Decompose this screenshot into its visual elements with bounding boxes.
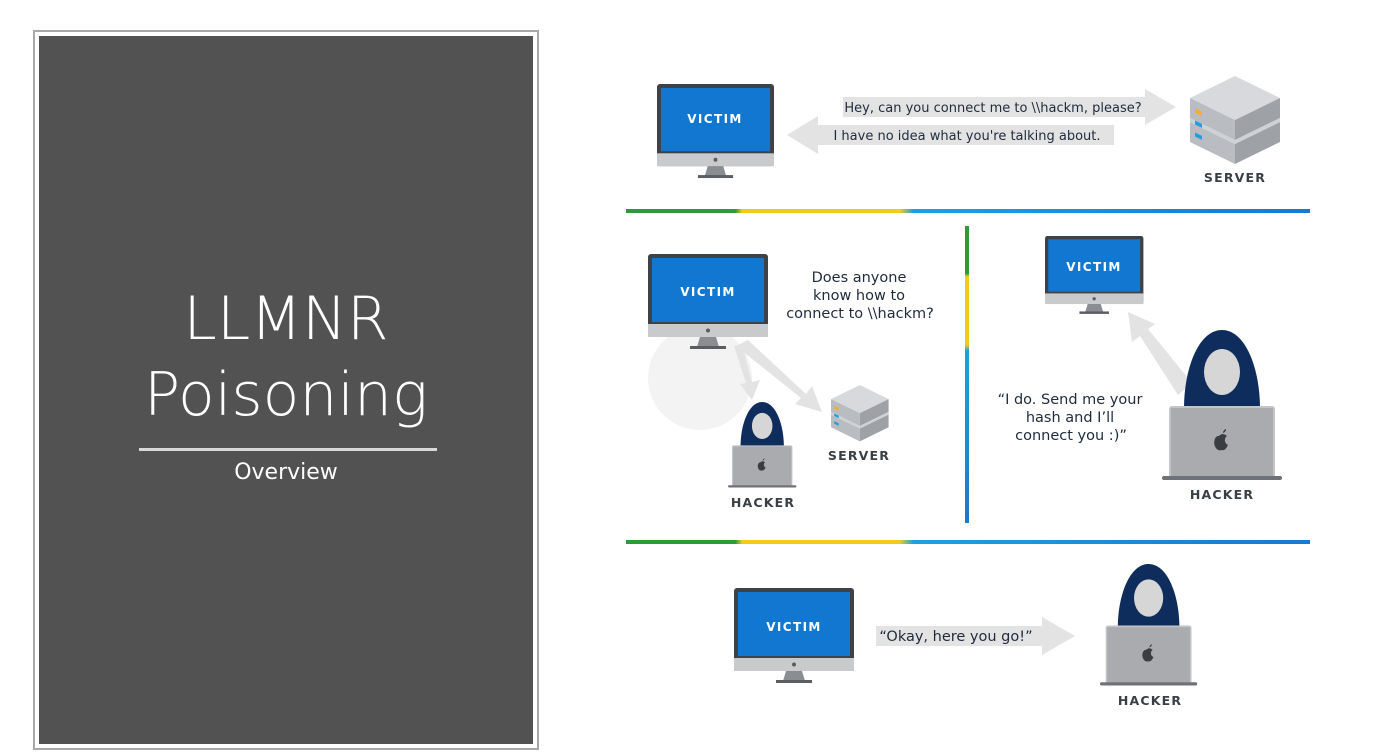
hacker-label-2: HACKER	[731, 495, 795, 510]
hacker-answer-line-2: hash and I’ll	[1026, 410, 1114, 426]
server-2: SERVER	[828, 385, 890, 463]
victim-screen-label-2: VICTIM	[680, 285, 736, 299]
hacker-label-4: HACKER	[1118, 693, 1182, 708]
broadcast-arrow-to-hacker	[734, 344, 760, 400]
section-divider-1	[626, 209, 1310, 213]
hacker-label-3: HACKER	[1190, 487, 1254, 502]
panel-broadcast-query: VICTIM Does anyone know how to connect t…	[648, 254, 934, 510]
hacker-answer-line-3: connect you :)”	[1015, 428, 1127, 444]
title-panel: LLMNR Poisoning Overview	[33, 30, 539, 750]
broadcast-arrow-to-server	[736, 340, 822, 412]
vertical-divider	[965, 226, 969, 523]
victim-screen-label-4: VICTIM	[766, 620, 822, 634]
hacker-2: HACKER	[728, 402, 797, 510]
server-label-2: SERVER	[828, 448, 890, 463]
hacker-4: HACKER	[1100, 564, 1198, 708]
server-label-1: SERVER	[1204, 170, 1266, 185]
slide-title-line-2: Poisoning	[143, 360, 429, 430]
server-1: SERVER	[1190, 76, 1280, 185]
victim-screen-label-1: VICTIM	[687, 112, 743, 126]
request-arrow	[843, 89, 1176, 125]
slide-subtitle: Overview	[234, 460, 338, 485]
response-arrow	[1128, 312, 1192, 395]
hacker-3: HACKER	[1162, 330, 1282, 502]
panel-hash-sent: VICTIM “Okay, here you go!” HACKER	[734, 564, 1198, 708]
broadcast-question-line-3: connect to \\hackm?	[786, 306, 934, 322]
victim-reply-message: “Okay, here you go!”	[879, 629, 1032, 645]
request-message: Hey, can you connect me to \\hackm, plea…	[844, 101, 1141, 116]
slide-title: LLMNR Poisoning	[39, 281, 533, 433]
victim-computer-4: VICTIM	[734, 588, 854, 683]
reply-arrow	[787, 116, 1114, 154]
broadcast-question-line-2: know how to	[813, 288, 905, 304]
victim-computer-2: VICTIM	[648, 254, 768, 349]
reply-message: I have no idea what you're talking about…	[833, 129, 1100, 144]
title-divider	[139, 448, 437, 451]
hash-sent-arrow	[876, 617, 1075, 655]
panel-hacker-response: VICTIM “I do. Send me your hash and I’ll…	[998, 236, 1282, 502]
section-divider-2	[626, 540, 1310, 544]
title-panel-background: LLMNR Poisoning Overview	[39, 36, 533, 744]
victim-computer-3: VICTIM	[1045, 236, 1144, 314]
broadcast-question-line-1: Does anyone	[812, 270, 907, 286]
hacker-answer-line-1: “I do. Send me your	[998, 392, 1143, 408]
victim-computer-1: VICTIM	[657, 84, 774, 179]
slide-title-line-1: LLMNR	[183, 284, 389, 354]
victim-screen-label-3: VICTIM	[1066, 260, 1122, 274]
panel-normal-request: VICTIM Hey, can you connect me to \\hack…	[657, 76, 1280, 185]
